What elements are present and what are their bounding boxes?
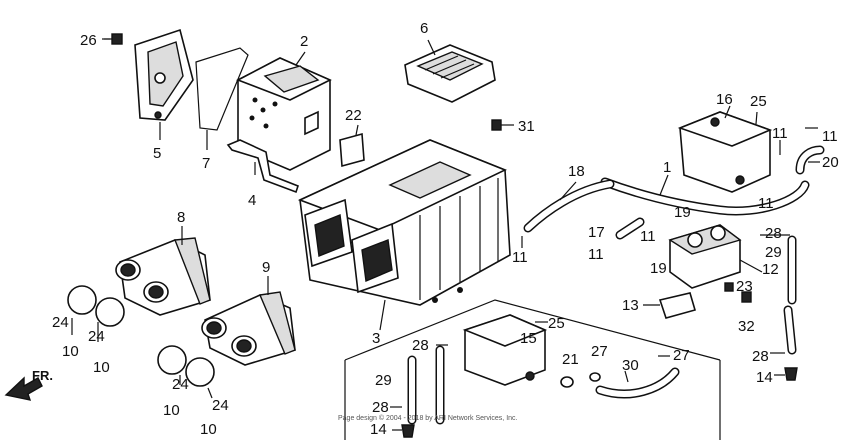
front-direction-label: FR. — [32, 368, 53, 383]
connecting-tube-part-9 — [201, 291, 296, 366]
callout-32[interactable]: 32 — [738, 318, 755, 335]
callout-5[interactable]: 5 — [153, 145, 161, 162]
callout-2[interactable]: 2 — [300, 33, 308, 50]
connecting-tube-part-8 — [115, 237, 211, 316]
bolt-part-32 — [724, 282, 734, 292]
callout-11-a[interactable]: 11 — [822, 128, 838, 145]
callout-24-b[interactable]: 24 — [88, 328, 105, 345]
callout-17[interactable]: 17 — [588, 224, 605, 241]
callout-20[interactable]: 20 — [822, 154, 839, 171]
callout-18[interactable]: 18 — [568, 163, 585, 180]
callout-16[interactable]: 16 — [716, 91, 733, 108]
air-cleaner-case-part-3 — [297, 139, 511, 306]
callout-8[interactable]: 8 — [177, 209, 185, 226]
callout-11-f[interactable]: 11 — [512, 249, 528, 266]
callout-7[interactable]: 7 — [202, 155, 210, 172]
callout-25-b[interactable]: 25 — [548, 315, 565, 332]
callout-28-a[interactable]: 28 — [765, 225, 782, 242]
callout-10-c[interactable]: 10 — [163, 402, 180, 419]
holder-rod-part-4 — [226, 139, 299, 194]
callout-30[interactable]: 30 — [622, 357, 639, 374]
bolt-part-23 — [741, 291, 752, 303]
callout-22[interactable]: 22 — [345, 107, 362, 124]
callout-10-d[interactable]: 10 — [200, 421, 217, 438]
callout-11-b[interactable]: 11 — [772, 125, 788, 142]
callout-14-b[interactable]: 14 — [370, 421, 387, 438]
callout-19-b[interactable]: 19 — [650, 260, 667, 277]
callout-27-b[interactable]: 27 — [673, 347, 690, 364]
callout-9[interactable]: 9 — [262, 259, 270, 276]
callout-11-e[interactable]: 11 — [588, 246, 604, 263]
callout-10-a[interactable]: 10 — [62, 343, 79, 360]
gasket-part-7 — [195, 47, 249, 131]
callout-6[interactable]: 6 — [420, 20, 428, 37]
callout-27-a[interactable]: 27 — [591, 343, 608, 360]
callout-15[interactable]: 15 — [520, 330, 537, 347]
callout-4[interactable]: 4 — [248, 192, 256, 209]
callout-25-a[interactable]: 25 — [750, 93, 767, 110]
breather-chamber-part-16 — [677, 111, 773, 193]
callout-28-d[interactable]: 28 — [372, 399, 389, 416]
drain-plug-part-14-right — [784, 367, 798, 381]
callout-19-a[interactable]: 19 — [674, 204, 691, 221]
callout-29-b[interactable]: 29 — [375, 372, 392, 389]
front-direction-arrow: FR. — [4, 368, 53, 401]
clip-part-21 — [560, 376, 574, 388]
label-part-22 — [339, 132, 365, 168]
element-holder-part-5 — [134, 28, 194, 121]
callout-13[interactable]: 13 — [622, 297, 639, 314]
tube-band-clamps — [67, 285, 215, 387]
bolt-part-31 — [491, 119, 514, 131]
callout-29-a[interactable]: 29 — [765, 244, 782, 261]
clip-part-27 — [589, 372, 601, 382]
callout-23[interactable]: 23 — [736, 278, 753, 295]
stay-part-13 — [658, 292, 696, 319]
callout-10-b[interactable]: 10 — [93, 359, 110, 376]
callout-28-c[interactable]: 28 — [412, 337, 429, 354]
callout-26[interactable]: 26 — [80, 32, 97, 49]
callout-3[interactable]: 3 — [372, 330, 380, 347]
separator-part-12 — [668, 224, 742, 289]
lower-inset-box — [344, 299, 721, 440]
callout-28-b[interactable]: 28 — [752, 348, 769, 365]
callout-11-d[interactable]: 11 — [640, 228, 656, 245]
callout-24-c[interactable]: 24 — [172, 376, 189, 393]
copyright-notice: Page design © 2004 - 2018 by ARI Network… — [338, 414, 518, 422]
callout-24-a[interactable]: 24 — [52, 314, 69, 331]
leader-lines — [71, 38, 820, 431]
callout-11-c[interactable]: 11 — [758, 195, 774, 212]
callout-31[interactable]: 31 — [518, 118, 535, 135]
callout-12[interactable]: 12 — [762, 261, 779, 278]
case-cover-part-6 — [404, 44, 496, 103]
callout-14-a[interactable]: 14 — [756, 369, 773, 386]
air-filter-element-part-2 — [236, 57, 332, 171]
callout-21[interactable]: 21 — [562, 351, 579, 368]
callout-24-d[interactable]: 24 — [212, 397, 229, 414]
drain-plug-part-14-left — [401, 424, 415, 438]
breather-chamber-part-15 — [462, 314, 548, 386]
callout-numbers: 26 2 6 22 31 5 7 4 8 9 3 24 24 10 10 24 … — [52, 20, 839, 438]
callout-1[interactable]: 1 — [663, 159, 671, 176]
